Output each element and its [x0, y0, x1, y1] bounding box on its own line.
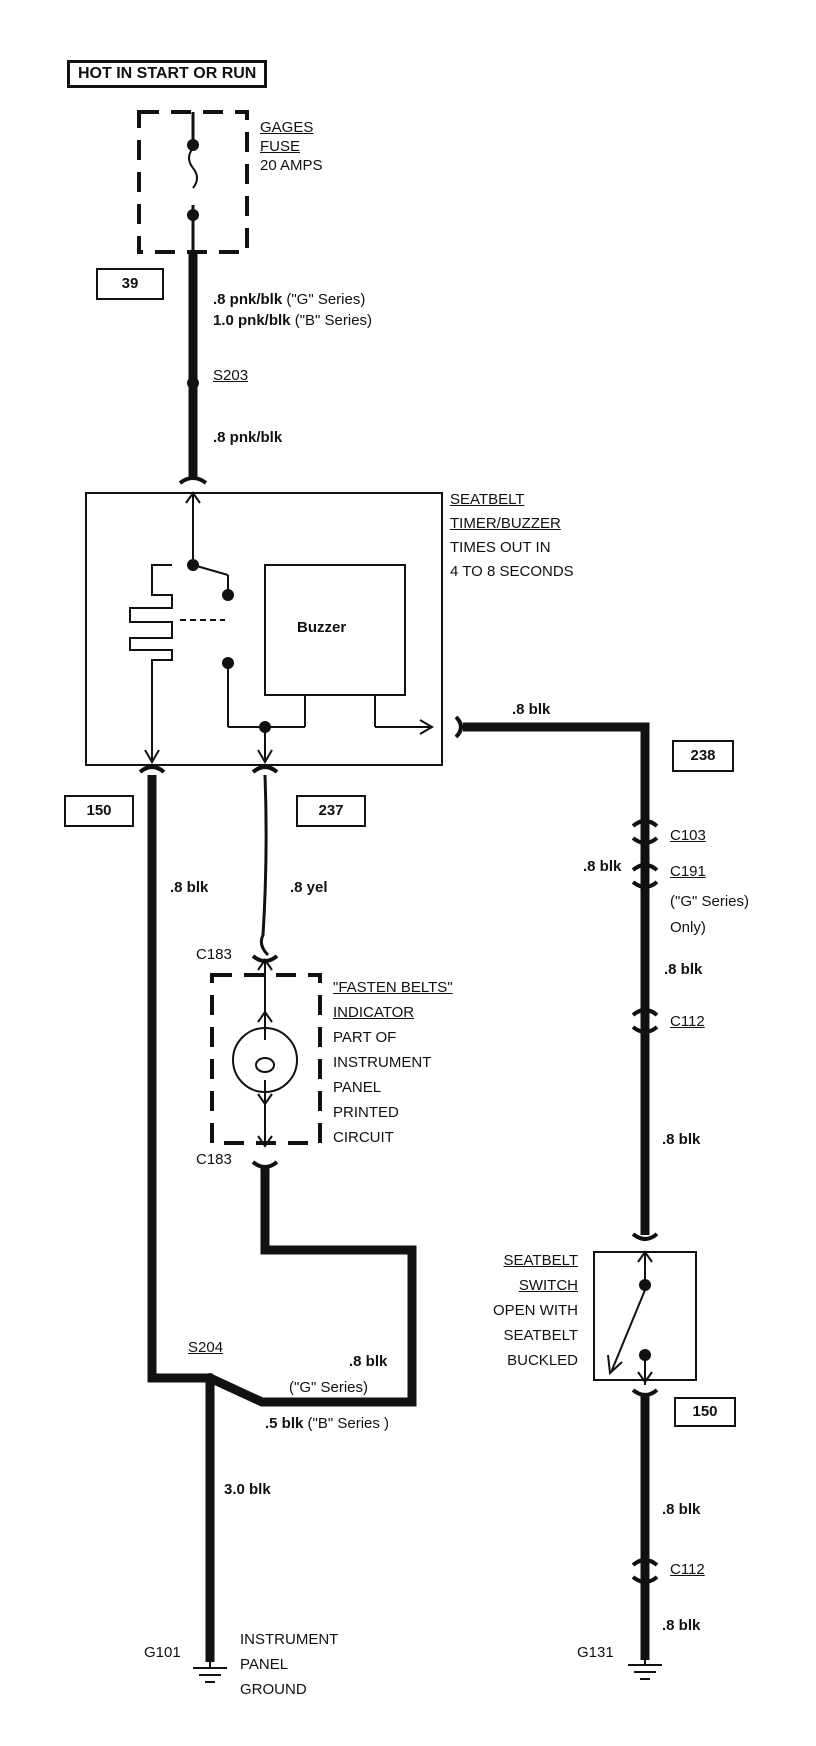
wire-b-blk: .5 blk	[265, 1415, 304, 1432]
connector-c183-top: C183	[196, 946, 232, 963]
module-label: SEATBELT TIMER/BUZZER TIMES OUT IN 4 TO …	[450, 488, 574, 584]
switch-label: SEATBELT SWITCH OPEN WITH SEATBELT BUCKL…	[466, 1248, 578, 1373]
connector-c112-bottom: C112	[670, 1561, 705, 1578]
indicator-name-1: "FASTEN BELTS"	[333, 979, 453, 996]
splice-s204-label: S204	[188, 1339, 224, 1356]
right-wire	[463, 722, 650, 1235]
fuse-name-2: FUSE	[260, 138, 301, 155]
splice-s204-dot	[205, 1373, 215, 1383]
left-main-wire	[147, 775, 210, 1383]
ground-g101-label: G101	[144, 1644, 181, 1661]
connector-c183-bottom: C183	[196, 1151, 232, 1168]
ground-desc-1: INSTRUMENT	[240, 1631, 339, 1648]
wire-label-right-top: .8 blk	[512, 701, 551, 718]
indicator-desc-4: PRINTED	[333, 1104, 399, 1121]
buzzer-label: Buzzer	[297, 619, 347, 636]
wire-label-ground: 3.0 blk	[224, 1481, 271, 1498]
switch-name-1: SEATBELT	[503, 1252, 578, 1269]
module-desc-1: TIMES OUT IN	[450, 539, 551, 556]
wire-b-gauge: 1.0 pnk/blk	[213, 312, 291, 329]
bimetal-element	[129, 564, 173, 740]
fuse-label: GAGES FUSE 20 AMPS	[260, 118, 323, 175]
wire-label-left-main: .8 blk	[170, 879, 209, 896]
wire-g-note: ("G" Series)	[286, 291, 366, 308]
module-name-2: TIMER/BUZZER	[450, 515, 561, 532]
fuse-dot-bottom	[187, 209, 199, 221]
wire-label-g-series: ("G" Series)	[289, 1379, 368, 1396]
buzzer-box	[264, 564, 406, 696]
c191-note-2: Only)	[670, 919, 706, 936]
indicator-desc-2: INSTRUMENT	[333, 1054, 432, 1071]
circuit-238: 238	[672, 740, 734, 772]
wire-label-w2: .8 pnk/blk	[213, 429, 283, 446]
indicator-ground-wire	[208, 1166, 417, 1407]
wire-label-g: .8 pnk/blk ("G" Series)	[213, 290, 365, 309]
module-desc-2: 4 TO 8 SECONDS	[450, 563, 574, 580]
wire-label-b-line: .5 blk ("B" Series )	[265, 1414, 389, 1433]
splice-s203-dot	[187, 377, 199, 389]
ground-desc-3: GROUND	[240, 1681, 307, 1698]
c191-note-1: ("G" Series)	[670, 893, 749, 910]
wire-label-g-blk: .8 blk	[349, 1353, 388, 1370]
wire-label-yel: .8 yel	[290, 879, 328, 896]
power-header: HOT IN START OR RUN	[67, 60, 268, 88]
wire-label-c112: .8 blk	[662, 1131, 701, 1148]
wire-label-switch-out: .8 blk	[662, 1501, 701, 1518]
switch-desc-3: BUCKLED	[507, 1352, 578, 1369]
ground-desc-2: PANEL	[240, 1656, 289, 1673]
ground-g101-desc: INSTRUMENT PANEL GROUND	[240, 1627, 338, 1702]
wire-b-series: ("B" Series )	[307, 1415, 390, 1432]
switch-desc-1: OPEN WITH	[493, 1302, 578, 1319]
circuit-237: 237	[296, 795, 366, 827]
wire-b-note: ("B" Series)	[294, 312, 373, 329]
fuse-rating: 20 AMPS	[260, 157, 323, 174]
fuse-name-1: GAGES	[260, 119, 314, 136]
indicator-name-2: INDICATOR	[333, 1004, 415, 1021]
yellow-wire	[259, 774, 270, 957]
fuse-dot-top	[187, 139, 199, 151]
wire-g-gauge: .8 pnk/blk	[213, 291, 283, 308]
connector-c191: C191	[670, 863, 706, 880]
splice-s203-label: S203	[213, 367, 249, 384]
connector-c112-top: C112	[670, 1013, 705, 1030]
wire-label-c103: .8 blk	[583, 858, 622, 875]
wire-label-b: 1.0 pnk/blk ("B" Series)	[213, 311, 372, 330]
connector-c103: C103	[670, 827, 706, 844]
ground-g131-label: G131	[577, 1644, 614, 1661]
indicator-desc-1: PART OF	[333, 1029, 397, 1046]
indicator-desc-3: PANEL	[333, 1079, 382, 1096]
fuse-element	[188, 147, 198, 189]
switch-desc-2: SEATBELT	[503, 1327, 578, 1344]
wire-label-c191: .8 blk	[664, 961, 703, 978]
module-name-1: SEATBELT	[450, 491, 525, 508]
indicator-desc-5: CIRCUIT	[333, 1129, 394, 1146]
circuit-150-left: 150	[64, 795, 134, 827]
circuit-150-right: 150	[674, 1397, 736, 1427]
indicator-label: "FASTEN BELTS" INDICATOR PART OF INSTRUM…	[333, 975, 453, 1150]
wire-label-switch-out-2: .8 blk	[662, 1617, 701, 1634]
circuit-39: 39	[96, 268, 164, 300]
switch-name-2: SWITCH	[518, 1277, 578, 1294]
